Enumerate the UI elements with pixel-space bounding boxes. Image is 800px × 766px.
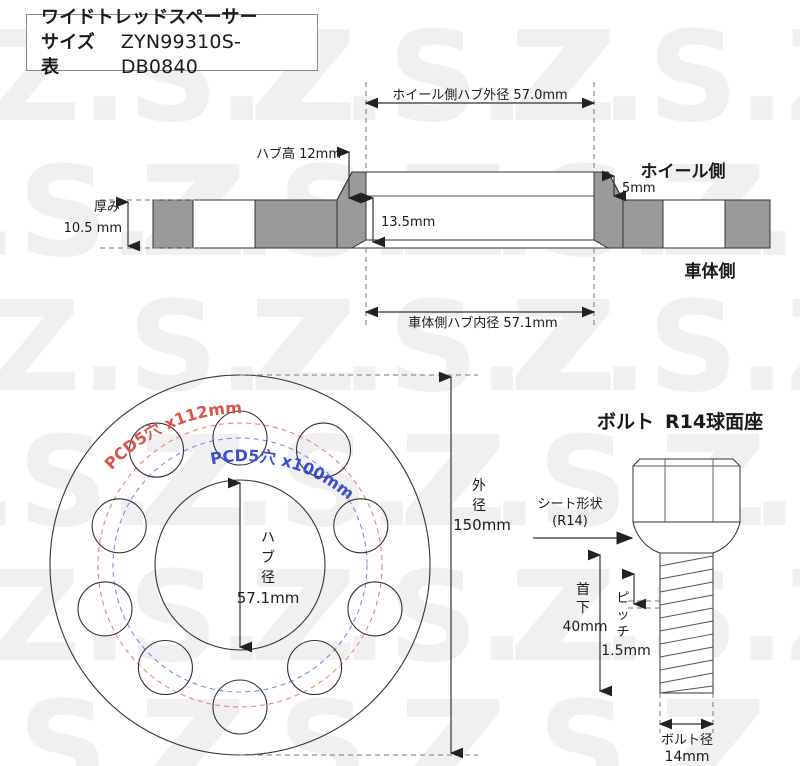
watermark-text: Z.S.Z (0, 675, 246, 766)
label-seat-shape: シート形状 (537, 497, 602, 512)
pcd-circle-112 (97, 422, 383, 708)
pcd-circle-100 (112, 437, 368, 693)
label-pitch-1: ピ (616, 591, 629, 606)
label-hub-outer-dia: ホイール側ハブ外径 57.0mm (392, 87, 567, 103)
section-chamfer (350, 239, 610, 249)
bolt-hole-112 (212, 679, 268, 735)
bolt-hole-100 (91, 498, 147, 554)
label-hub-dia-3: 径 (261, 570, 275, 586)
value-pitch: 1.5mm (601, 643, 651, 659)
bolt-head (632, 458, 741, 530)
value-thickness: 10.5 mm (64, 221, 122, 236)
label-hub-inner-dia: 車体側ハブ内径 57.1mm (408, 315, 557, 331)
section-metal-block (724, 199, 771, 249)
watermark-text: Z.S.Z (510, 545, 800, 690)
title-box: ワイドトレッドスペーサー サイズ表 ZYN99310S-DB0840 (26, 7, 318, 78)
label-seat-shape-r14: (R14) (552, 514, 588, 529)
cross-section-view: ホイール側ハブ外径 57.0mm 厚み 10.5 mm (64, 82, 771, 331)
value-outer-dia: 150mm (453, 516, 511, 534)
label-bolt-dia: ボルト径 (661, 733, 713, 748)
value-bolt-dia: 14mm (664, 749, 709, 765)
label-pitch-2: ッ (616, 608, 629, 623)
bolt-hole-112 (347, 581, 403, 637)
bolt-hole-112 (77, 581, 133, 637)
bolt-hole-100 (137, 639, 193, 696)
section-bolt-hole (662, 199, 726, 249)
product-code: ZYN99310S-DB0840 (120, 31, 242, 78)
label-pitch-3: チ (616, 625, 629, 640)
value-hub-dia: 57.1mm (237, 589, 300, 607)
thread-hatching (659, 555, 714, 694)
section-metal-block (152, 199, 194, 249)
bolt-hole-100 (212, 410, 268, 466)
label-inner-height: 13.5mm (381, 215, 435, 230)
watermark-text: Z.S.Z (0, 275, 356, 420)
label-body-side: 車体側 (685, 261, 736, 282)
section-bolt-hole (192, 199, 256, 249)
label-neck-2: 下 (576, 600, 590, 616)
title-line-1: ワイドトレッドスペーサー (41, 7, 258, 28)
bolt-heading-spec: R14球面座 (665, 410, 763, 433)
value-neck-length: 40mm (562, 619, 607, 635)
label-thickness: 厚み (94, 200, 120, 215)
section-hub-collar (365, 171, 595, 197)
label-hub-dia-2: ブ (261, 549, 275, 566)
bolt-view: ボルト R14球面座 シート形状 (R14) 首 (533, 410, 763, 765)
watermark-text: Z.S.Z (0, 410, 246, 555)
section-metal-block (622, 199, 664, 249)
watermark-text: Z.S.Z (250, 545, 616, 690)
bolt-hole-112 (128, 422, 185, 478)
watermark-text: Z.S.Z (0, 545, 356, 690)
label-hub-height: ハブ高 12mm (256, 146, 341, 162)
title-size-chart-label: サイズ表 (41, 32, 96, 78)
watermark-text: Z.S.Z (510, 5, 800, 150)
label-hub-dia-1: ハ (261, 530, 275, 546)
section-metal-block (254, 199, 338, 249)
label-wheel-side: ホイール側 (641, 161, 726, 182)
bolt-hole-112 (295, 422, 352, 478)
watermark-text: Z.S.Z (250, 275, 616, 420)
label-outer-dia-1: 外 (472, 478, 486, 494)
label-outer-dia-2: 径 (472, 498, 486, 514)
title-line-2: サイズ表 ZYN99310S-DB0840 (41, 30, 317, 80)
label-step-height: 5mm (622, 181, 656, 196)
label-neck-1: 首 (576, 582, 590, 598)
bolt-hole-100 (287, 639, 343, 696)
section-top-outline (153, 171, 770, 201)
bolt-heading-label: ボルト (597, 411, 654, 433)
bolt-hole-100 (333, 498, 389, 554)
watermark-text: Z.S.Z (510, 275, 800, 420)
